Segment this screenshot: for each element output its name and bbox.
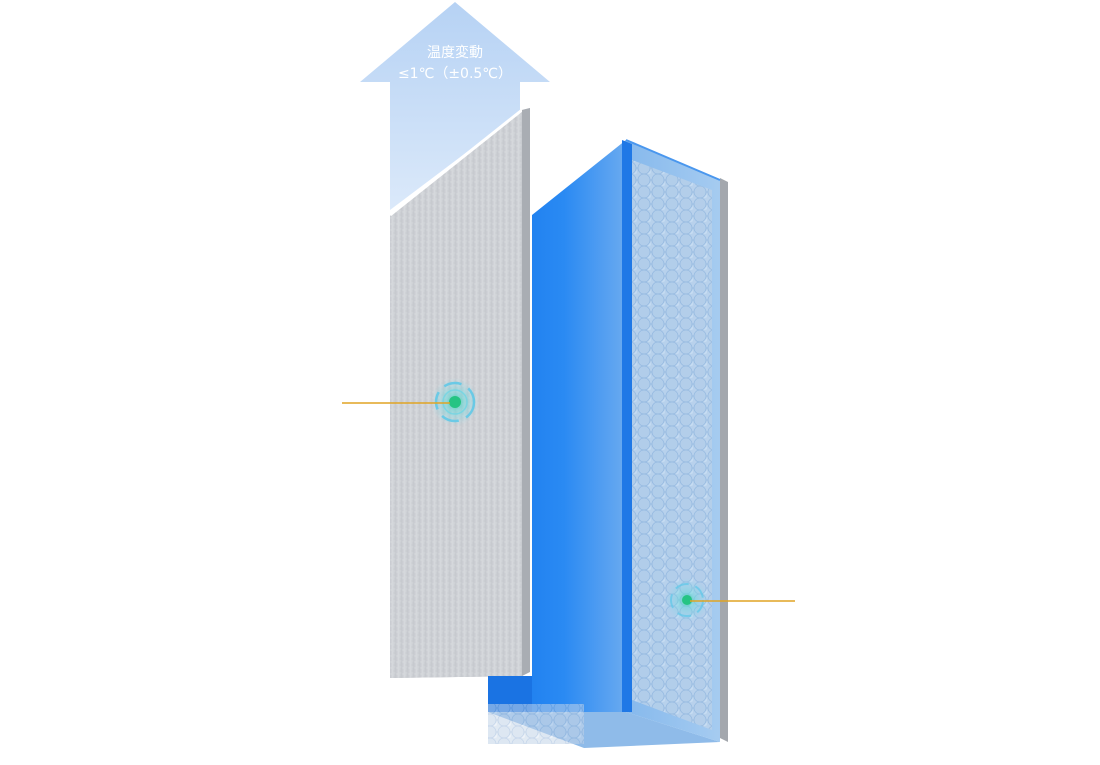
arrow-label-value: ≤1℃（±0.5℃）: [397, 66, 513, 82]
arrow-label-title: 温度変動: [427, 45, 483, 61]
up-arrow-icon: [360, 2, 550, 210]
box-target-marker-icon: [665, 578, 709, 622]
panel-target-marker-icon: [431, 378, 479, 426]
cold-storage-box: [488, 139, 728, 748]
